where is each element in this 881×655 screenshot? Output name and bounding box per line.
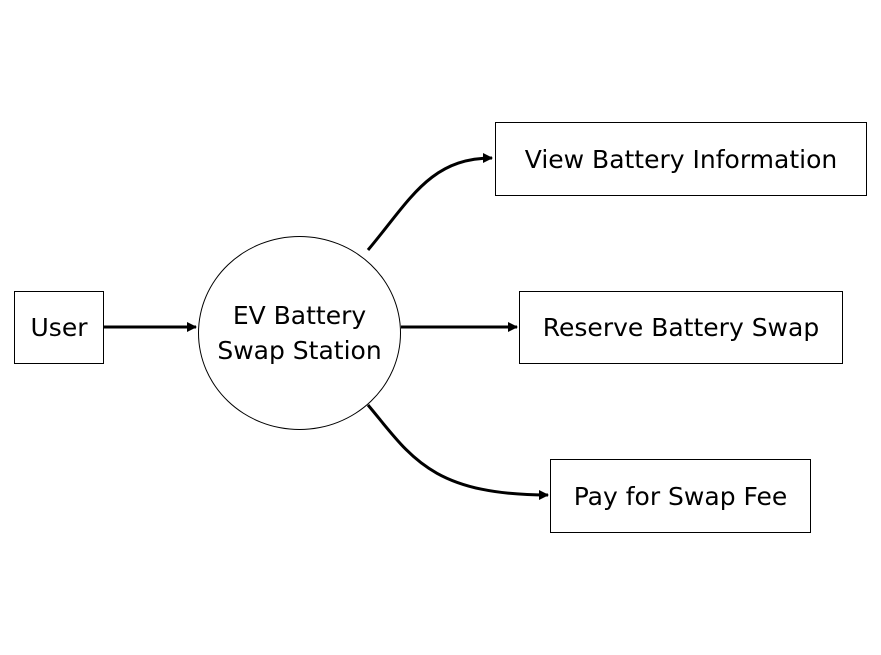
node-swap-station: EV Battery Swap Station: [198, 236, 401, 430]
edge-station-to-pay: [366, 404, 549, 500]
node-user: User: [14, 291, 104, 364]
node-reserve-battery-swap: Reserve Battery Swap: [519, 291, 843, 364]
node-pay-for-swap-fee: Pay for Swap Fee: [550, 459, 811, 533]
node-pay-label: Pay for Swap Fee: [573, 481, 788, 511]
node-user-label: User: [30, 313, 88, 342]
node-reserve-label: Reserve Battery Swap: [542, 313, 820, 342]
node-view-label: View Battery Information: [524, 144, 838, 174]
node-station-label-line1: EV Battery: [232, 301, 367, 330]
node-station-label-line2: Swap Station: [217, 336, 382, 365]
edge-station-to-view: [366, 153, 493, 251]
node-view-battery-information: View Battery Information: [495, 122, 867, 196]
